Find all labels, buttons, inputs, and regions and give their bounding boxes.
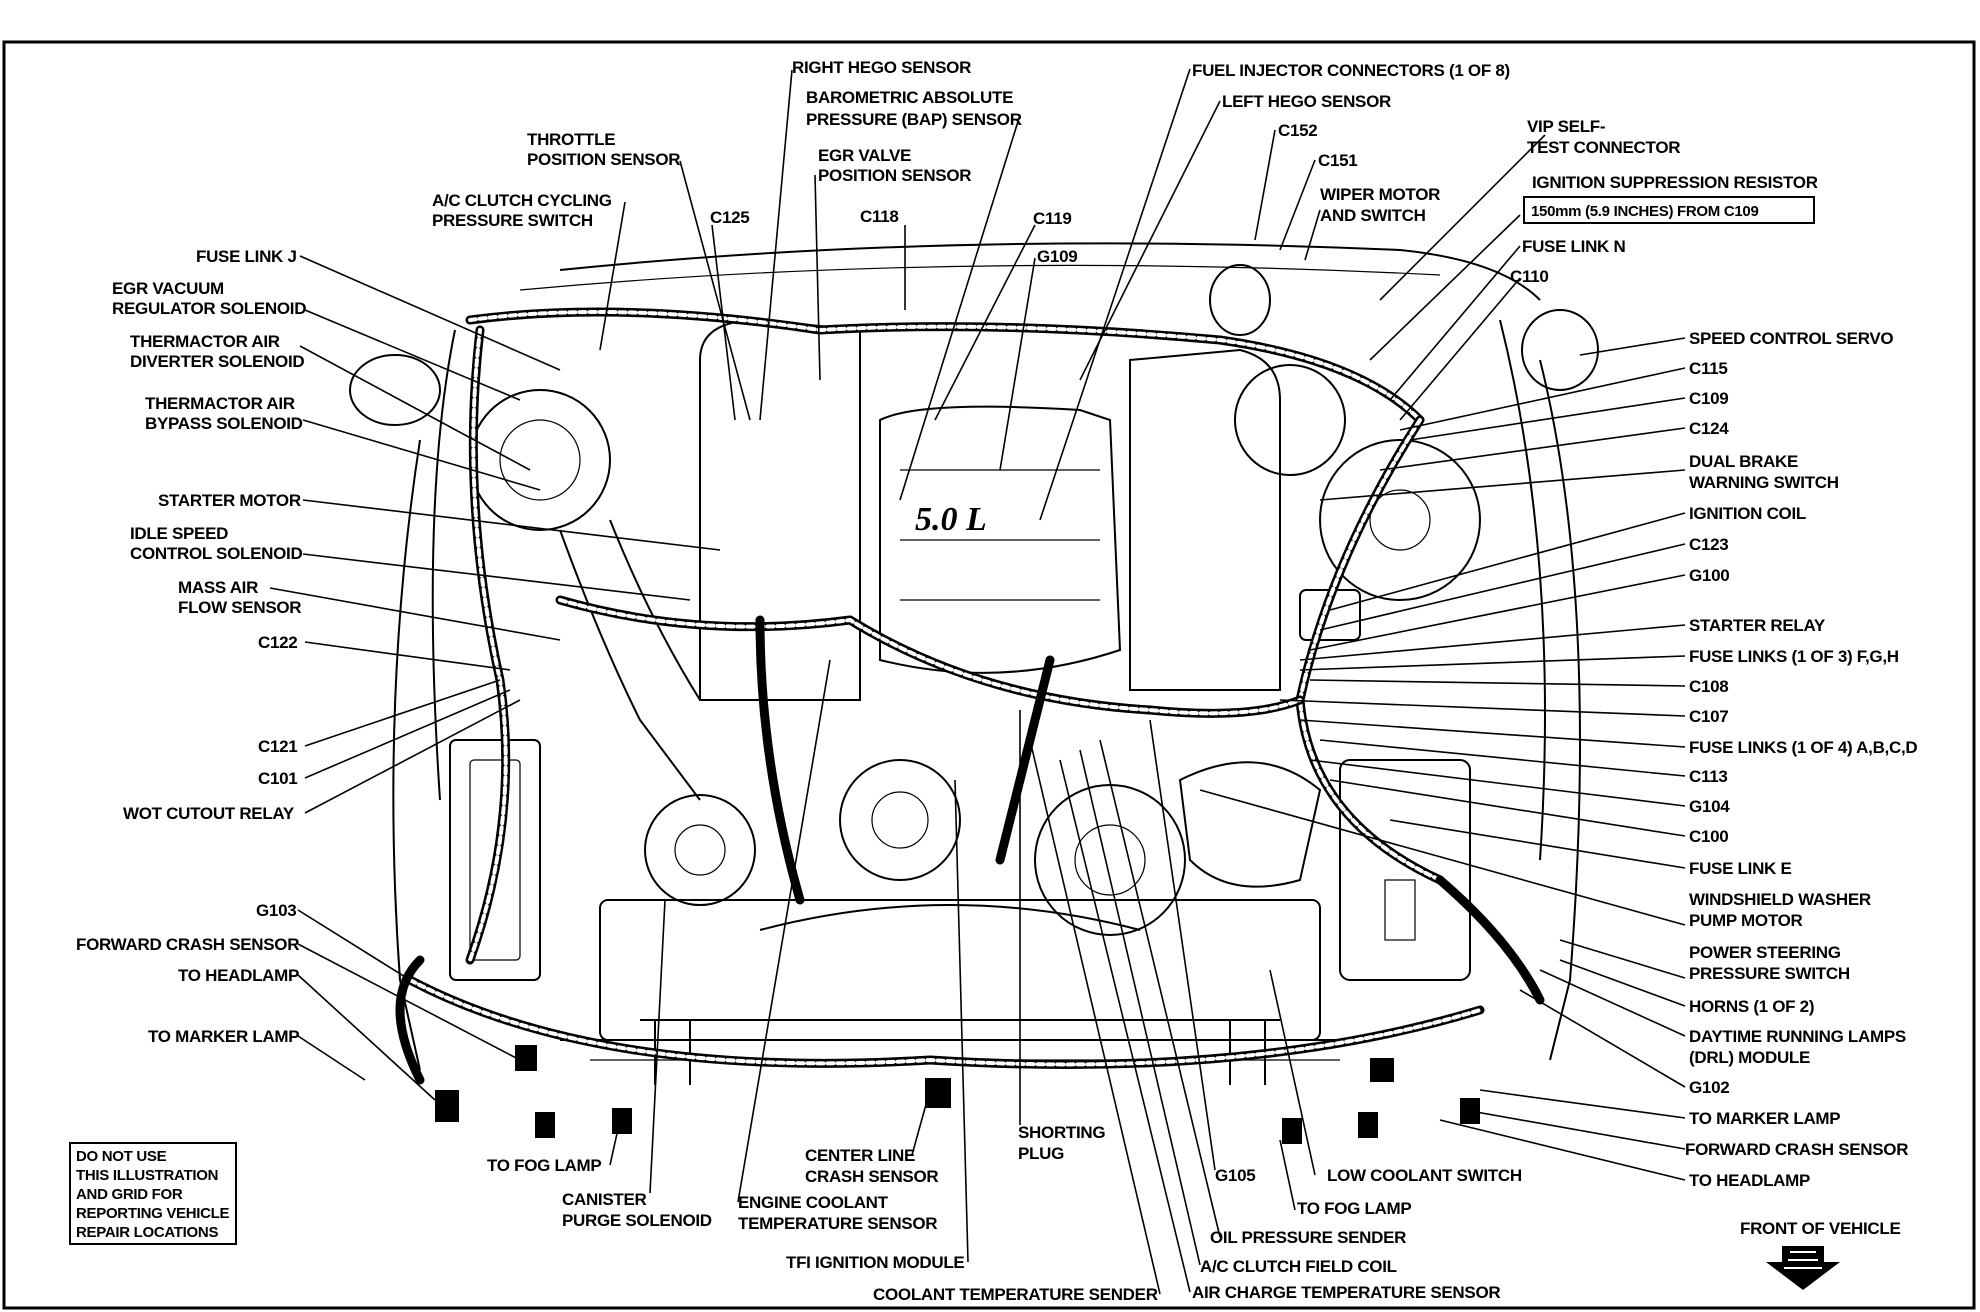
label-to-headlamp-right: TO HEADLAMP [1689, 1171, 1810, 1190]
label-g104: G104 [1689, 797, 1730, 816]
label-c119: C119 [1033, 209, 1072, 228]
label-forward-crash-sensor-right: FORWARD CRASH SENSOR [1685, 1140, 1908, 1159]
label-c123: C123 [1689, 535, 1728, 554]
label-starter-motor: STARTER MOTOR [158, 491, 301, 510]
engine-emblem: 5.0 L [915, 501, 987, 538]
label-c151: C151 [1318, 151, 1357, 170]
label-c124: C124 [1689, 419, 1729, 438]
label-c125: C125 [710, 208, 749, 227]
label-drl-module: DAYTIME RUNNING LAMPS(DRL) MODULE [1689, 1027, 1906, 1067]
label-low-coolant-switch: LOW COOLANT SWITCH [1327, 1166, 1522, 1185]
engine-bay-illustration: 5.0 L [349, 242, 1599, 1085]
label-c152: C152 [1278, 121, 1317, 140]
grid-notice-text: DO NOT USE THIS ILLUSTRATION AND GRID FO… [76, 1148, 233, 1241]
label-c108: C108 [1689, 677, 1728, 696]
label-g103: G103 [256, 901, 296, 920]
label-ignition-suppression-resistor: IGNITION SUPPRESSION RESISTOR [1532, 173, 1818, 192]
label-c110: C110 [1510, 267, 1549, 286]
label-right-hego-sensor: RIGHT HEGO SENSOR [792, 58, 971, 77]
label-to-marker-lamp-right: TO MARKER LAMP [1689, 1109, 1840, 1128]
label-fuel-injector-connectors: FUEL INJECTOR CONNECTORS (1 OF 8) [1192, 61, 1510, 80]
wiring-harness [395, 307, 1545, 1144]
label-ignition-coil: IGNITION COIL [1689, 504, 1806, 523]
label-g109: G109 [1037, 247, 1077, 266]
label-vip-self-test-connector: VIP SELF-TEST CONNECTOR [1527, 117, 1680, 157]
label-fuse-link-j: FUSE LINK J [196, 247, 297, 266]
label-left-hego-sensor: LEFT HEGO SENSOR [1222, 92, 1391, 111]
label-ac-clutch-field-coil: A/C CLUTCH FIELD COIL [1200, 1257, 1397, 1276]
label-speed-control-servo: SPEED CONTROL SERVO [1689, 329, 1893, 348]
grid-notice-box [69, 1142, 237, 1245]
label-coolant-temperature-sender: COOLANT TEMPERATURE SENDER [873, 1285, 1158, 1304]
label-starter-relay: STARTER RELAY [1689, 616, 1826, 635]
label-c113: C113 [1689, 767, 1728, 786]
label-fuse-links-fgh: FUSE LINKS (1 OF 3) F,G,H [1689, 647, 1899, 666]
label-to-marker-lamp-left: TO MARKER LAMP [148, 1027, 299, 1046]
label-to-fog-lamp-left: TO FOG LAMP [487, 1156, 601, 1175]
label-front-of-vehicle: FRONT OF VEHICLE [1740, 1219, 1900, 1238]
label-to-headlamp-left: TO HEADLAMP [178, 966, 299, 985]
front-arrow-icon [1766, 1246, 1840, 1290]
labels-right: SPEED CONTROL SERVO C115 C109 C124 DUAL … [1685, 329, 1918, 1190]
label-ignition-suppression-note: 150mm (5.9 INCHES) FROM C109 [1531, 203, 1759, 220]
label-c101: C101 [258, 769, 297, 788]
label-c100: C100 [1689, 827, 1728, 846]
label-forward-crash-sensor-left: FORWARD CRASH SENSOR [76, 935, 299, 954]
label-c115: C115 [1689, 359, 1728, 378]
label-g100: G100 [1689, 566, 1729, 585]
label-c118: C118 [860, 207, 899, 226]
label-g105: G105 [1215, 1166, 1255, 1185]
label-fuse-links-abcd: FUSE LINKS (1 OF 4) A,B,C,D [1689, 738, 1917, 757]
label-oil-pressure-sender: OIL PRESSURE SENDER [1210, 1228, 1406, 1247]
label-fuse-link-e: FUSE LINK E [1689, 859, 1792, 878]
label-to-fog-lamp-right: TO FOG LAMP [1297, 1199, 1411, 1218]
label-tfi-ignition-module: TFI IGNITION MODULE [786, 1253, 964, 1272]
label-air-charge-temperature-sensor: AIR CHARGE TEMPERATURE SENSOR [1192, 1283, 1500, 1302]
ignition-suppression-note-box [1523, 196, 1815, 224]
diagram-frame [2, 40, 1976, 1310]
leader-lines [269, 68, 1686, 1295]
label-c122: C122 [258, 633, 297, 652]
label-fuse-link-n: FUSE LINK N [1522, 237, 1625, 256]
label-horns: HORNS (1 OF 2) [1689, 997, 1814, 1016]
label-g102: G102 [1689, 1078, 1729, 1097]
label-wot-cutout-relay: WOT CUTOUT RELAY [123, 804, 295, 823]
label-c109: C109 [1689, 389, 1728, 408]
label-c121: C121 [258, 737, 297, 756]
label-c107: C107 [1689, 707, 1728, 726]
